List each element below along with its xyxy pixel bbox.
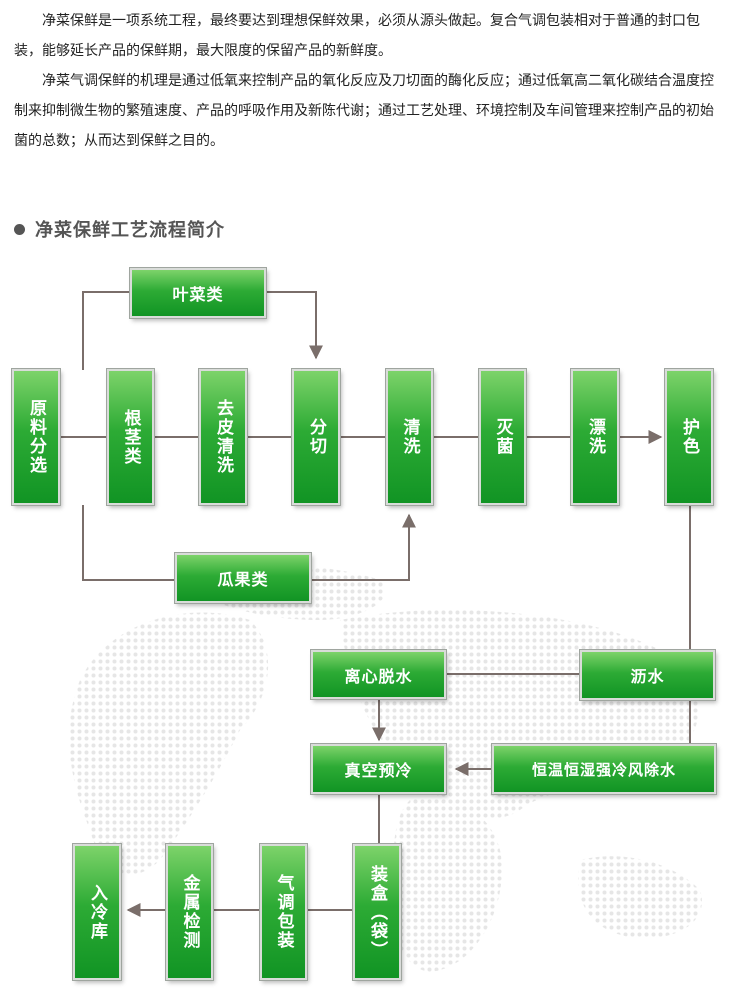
node-centrifugal-dewatering: 离心脱水: [311, 650, 446, 699]
node-modified-atmosphere-packaging: 气调包装: [260, 844, 307, 980]
node-washing: 清洗: [386, 369, 433, 505]
node-sterilization: 灭菌: [479, 369, 526, 505]
node-metal-detection: 金属检测: [166, 844, 213, 980]
intro-paragraph-1: 净菜保鲜是一项系统工程，最终要达到理想保鲜效果，必须从源头做起。复合气调包装相对…: [14, 13, 700, 59]
node-peel-wash: 去皮清洗: [199, 369, 247, 505]
intro-text: 净菜保鲜是一项系统工程，最终要达到理想保鲜效果，必须从源头做起。复合气调包装相对…: [14, 6, 720, 156]
node-color-protection: 护色: [665, 369, 713, 505]
node-leafy-vegetables: 叶菜类: [130, 268, 266, 318]
node-boxing-bagging: 装盒（袋）: [353, 844, 401, 980]
node-cutting: 分切: [292, 369, 340, 505]
node-constant-temp-humidity-air-dry: 恒温恒湿强冷风除水: [492, 744, 716, 794]
section-title-text: 净菜保鲜工艺流程简介: [35, 220, 225, 241]
node-cold-storage: 入冷库: [73, 844, 121, 980]
node-melons-fruits: 瓜果类: [175, 553, 311, 603]
node-root-vegetables: 根茎类: [107, 369, 154, 505]
node-vacuum-precooling: 真空预冷: [311, 744, 446, 794]
intro-paragraph-2: 净菜气调保鲜的机理是通过低氧来控制产品的氧化反应及刀切面的酶化反应；通过低氧高二…: [14, 73, 714, 149]
section-title: 净菜保鲜工艺流程简介: [14, 216, 225, 242]
node-raw-material-sorting: 原料分选: [12, 369, 60, 505]
node-rinsing: 漂洗: [571, 369, 619, 505]
node-draining: 沥水: [580, 650, 715, 700]
bullet-icon: [14, 223, 25, 235]
